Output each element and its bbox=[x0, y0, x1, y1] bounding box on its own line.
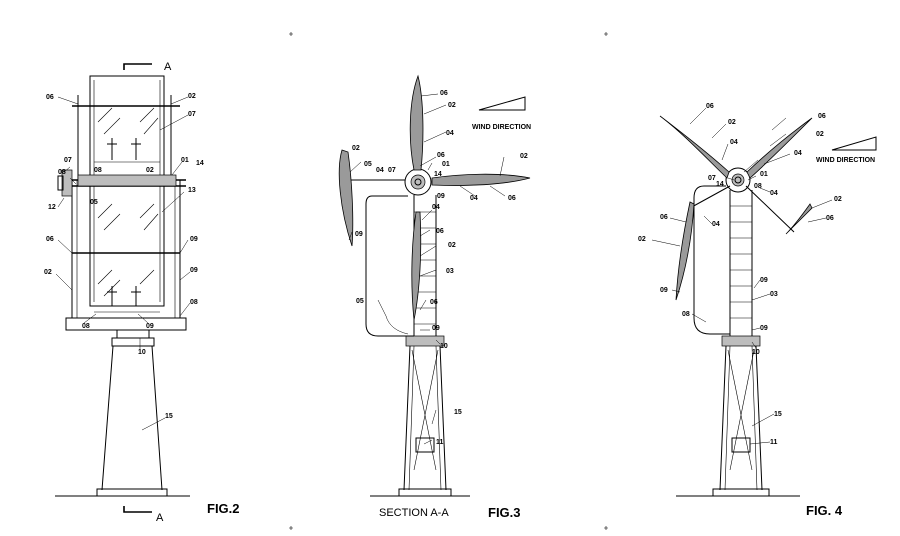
fig3-label: 01 bbox=[442, 161, 450, 168]
fig3-label: 06 bbox=[436, 228, 444, 235]
fig4-label: 01 bbox=[760, 171, 768, 178]
fig4-label: 15 bbox=[774, 411, 782, 418]
fig3-label: 02 bbox=[448, 242, 456, 249]
fig2-label: 13 bbox=[188, 187, 196, 194]
fig2-label: 02 bbox=[44, 269, 52, 276]
figure-3: WIND DIRECTION 06 02 04 02 bbox=[338, 74, 531, 520]
fig4-caption: FIG. 4 bbox=[806, 503, 843, 518]
registration-marks bbox=[289, 32, 608, 530]
fig3-label: 10 bbox=[440, 343, 448, 350]
fig3-wind-label: WIND DIRECTION bbox=[472, 124, 531, 131]
section-mark-bottom: A bbox=[156, 512, 164, 524]
fig4-label: 04 bbox=[794, 150, 802, 157]
fig4-label: 02 bbox=[834, 196, 842, 203]
fig4-label: 08 bbox=[682, 311, 690, 318]
fig3-label: 02 bbox=[448, 102, 456, 109]
fig3-reference-labels: 06 02 04 02 05 04 07 06 01 14 02 09 04 0… bbox=[348, 90, 528, 446]
fig2-label: 06 bbox=[46, 236, 54, 243]
fig3-label: 04 bbox=[376, 167, 384, 174]
fig3-label: 11 bbox=[436, 439, 444, 446]
fig3-label: 02 bbox=[520, 153, 528, 160]
fig2-label: 02 bbox=[146, 167, 154, 174]
fig4-label: 04 bbox=[730, 139, 738, 146]
fig2-label: 01 bbox=[181, 157, 189, 164]
fig3-label: 03 bbox=[446, 268, 454, 275]
fig3-label: 15 bbox=[454, 409, 462, 416]
fig4-label: 09 bbox=[760, 325, 768, 332]
fig4-label: 14 bbox=[716, 181, 724, 188]
fig4-label: 02 bbox=[638, 236, 646, 243]
fig4-label: 04 bbox=[770, 190, 778, 197]
fig3-label: 09 bbox=[432, 325, 440, 332]
fig3-label: 05 bbox=[356, 298, 364, 305]
fig4-label: 09 bbox=[660, 287, 668, 294]
fig4-label: 03 bbox=[770, 291, 778, 298]
fig2-label: 07 bbox=[188, 111, 196, 118]
fig3-label: 05 bbox=[364, 161, 372, 168]
fig4-label: 07 bbox=[708, 175, 716, 182]
fig2-reference-labels: 06 02 07 01 14 07 08 08 02 13 12 05 06 0… bbox=[44, 93, 204, 431]
fig2-label: 09 bbox=[190, 267, 198, 274]
section-mark-top: A bbox=[164, 61, 172, 73]
fig3-label: 06 bbox=[440, 90, 448, 97]
fig3-label: 04 bbox=[470, 195, 478, 202]
fig4-label: 06 bbox=[818, 113, 826, 120]
fig4-label: 02 bbox=[728, 119, 736, 126]
fig4-label: 09 bbox=[760, 277, 768, 284]
fig4-label: 06 bbox=[826, 215, 834, 222]
fig2-label: 05 bbox=[90, 199, 98, 206]
fig4-label: 08 bbox=[754, 183, 762, 190]
fig4-label: 04 bbox=[712, 221, 720, 228]
fig4-label: 06 bbox=[660, 214, 668, 221]
fig3-label: 06 bbox=[437, 152, 445, 159]
fig2-label: 09 bbox=[190, 236, 198, 243]
fig2-label: 12 bbox=[48, 204, 56, 211]
fig2-label: 15 bbox=[165, 413, 173, 420]
fig2-label: 08 bbox=[190, 299, 198, 306]
fig4-label: 06 bbox=[706, 103, 714, 110]
fig3-caption: FIG.3 bbox=[488, 505, 521, 520]
fig3-label: 06 bbox=[430, 299, 438, 306]
fig4-label: 02 bbox=[816, 131, 824, 138]
fig2-label: 08 bbox=[94, 167, 102, 174]
figure-2: A A 06 bbox=[44, 61, 240, 524]
fig2-label: 10 bbox=[138, 349, 146, 356]
fig2-label: 08 bbox=[58, 169, 66, 176]
fig3-section-caption: SECTION A-A bbox=[379, 507, 449, 519]
fig2-caption: FIG.2 bbox=[207, 501, 240, 516]
fig3-label: 07 bbox=[388, 167, 396, 174]
fig3-label: 02 bbox=[352, 145, 360, 152]
fig4-label: 10 bbox=[752, 349, 760, 356]
fig3-label: 04 bbox=[432, 204, 440, 211]
fig4-label: 11 bbox=[770, 439, 778, 446]
fig3-label: 06 bbox=[508, 195, 516, 202]
fig2-label: 06 bbox=[46, 94, 54, 101]
figure-4: WIND DIRECTION 06 02 04 bbox=[638, 103, 877, 518]
fig2-label: 09 bbox=[146, 323, 154, 330]
fig3-label: 09 bbox=[355, 231, 363, 238]
fig3-label: 09 bbox=[437, 193, 445, 200]
fig2-label: 14 bbox=[196, 160, 204, 167]
fig4-wind-label: WIND DIRECTION bbox=[816, 157, 875, 164]
fig3-label: 14 bbox=[434, 171, 442, 178]
fig2-label: 07 bbox=[64, 157, 72, 164]
fig2-label: 02 bbox=[188, 93, 196, 100]
fig3-label: 04 bbox=[446, 130, 454, 137]
fig2-label: 08 bbox=[82, 323, 90, 330]
fig4-reference-labels: 06 02 04 06 02 04 14 01 07 08 04 02 06 0… bbox=[638, 103, 842, 446]
